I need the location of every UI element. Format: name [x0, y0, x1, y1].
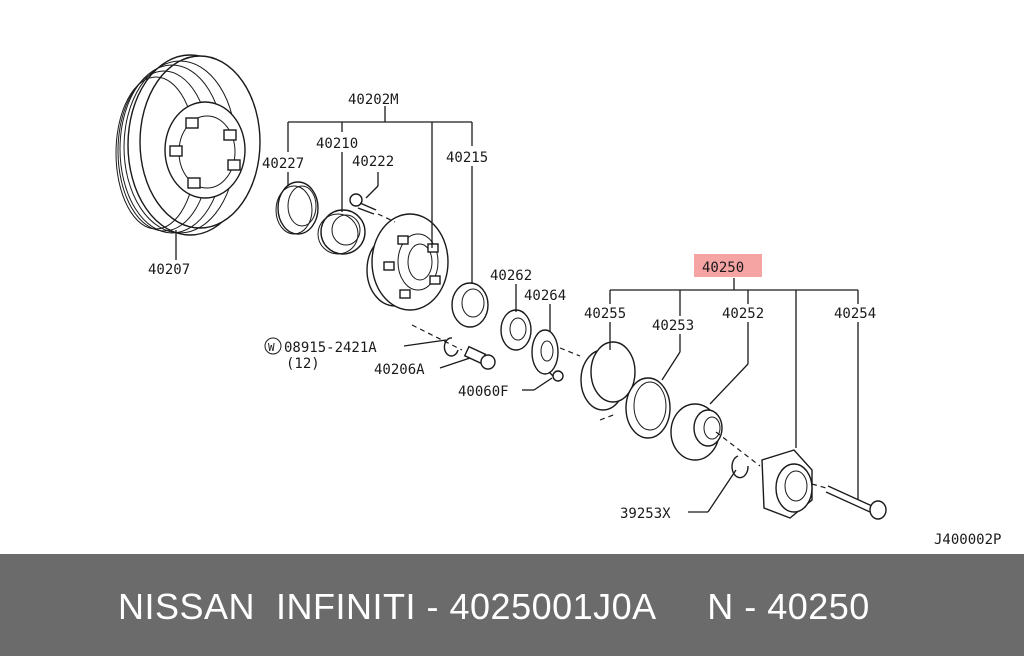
snap-ring-part[interactable] [731, 455, 749, 479]
lock-cap-part[interactable] [580, 341, 636, 411]
label-40206A[interactable]: 40206A [374, 362, 425, 378]
label-40250[interactable]: 40250 [702, 260, 744, 276]
label-40254[interactable]: 40254 [834, 306, 876, 322]
label-40060F[interactable]: 40060F [458, 384, 509, 400]
label-08915-2421A[interactable]: 08915-2421A [284, 340, 377, 356]
label-40253[interactable]: 40253 [652, 318, 694, 334]
washer-spec-callout[interactable]: W 08915-2421A (12) [264, 337, 377, 372]
label-40252[interactable]: 40252 [722, 306, 764, 322]
banner-text: NISSAN INFINITI - 4025001J0A N - 40250 [118, 586, 870, 627]
label-40255[interactable]: 40255 [584, 306, 626, 322]
label-40264[interactable]: 40264 [524, 288, 566, 304]
outer-bearing-part[interactable] [451, 282, 489, 328]
label-40222[interactable]: 40222 [352, 154, 394, 170]
label-40215[interactable]: 40215 [446, 150, 488, 166]
washer-symbol-icon [264, 337, 282, 355]
wheel-stud-part[interactable] [349, 193, 377, 215]
label-39253X[interactable]: 39253X [620, 506, 671, 522]
label-40202M[interactable]: 40202M [348, 92, 399, 108]
hub-lock-bolt-part[interactable] [825, 485, 887, 520]
free-wheel-hub-part[interactable] [761, 449, 813, 519]
seal-ring-part[interactable] [625, 377, 671, 439]
part-number-banner: NISSAN INFINITI - 4025001J0A N - 40250 [0, 554, 1024, 656]
label-40207[interactable]: 40207 [148, 262, 190, 278]
selected-part-highlight [694, 254, 762, 277]
label-40210[interactable]: 40210 [316, 136, 358, 152]
diagram-reference-code: J400002P [934, 532, 1001, 548]
lock-plate-part[interactable] [531, 329, 559, 375]
hub-bolt-part[interactable] [463, 345, 496, 370]
oil-seal-part[interactable] [275, 181, 319, 235]
inner-bearing-part[interactable] [317, 209, 366, 255]
lock-body-part[interactable] [670, 403, 723, 461]
leader-lines [175, 106, 859, 513]
lock-washer-part[interactable] [500, 309, 532, 351]
label-quantity: (12) [286, 356, 320, 372]
brake-rotor-part[interactable] [115, 54, 261, 236]
wheel-hub-part[interactable] [366, 213, 449, 311]
washer-symbol-letter: W [268, 341, 275, 354]
assembly-axis-line [377, 213, 827, 489]
label-40262[interactable]: 40262 [490, 268, 532, 284]
label-40227[interactable]: 40227 [262, 156, 304, 172]
small-screw-part[interactable] [548, 370, 564, 382]
exploded-parts-diagram: 40202M 40210 40227 40222 40215 40207 402… [115, 54, 1001, 548]
